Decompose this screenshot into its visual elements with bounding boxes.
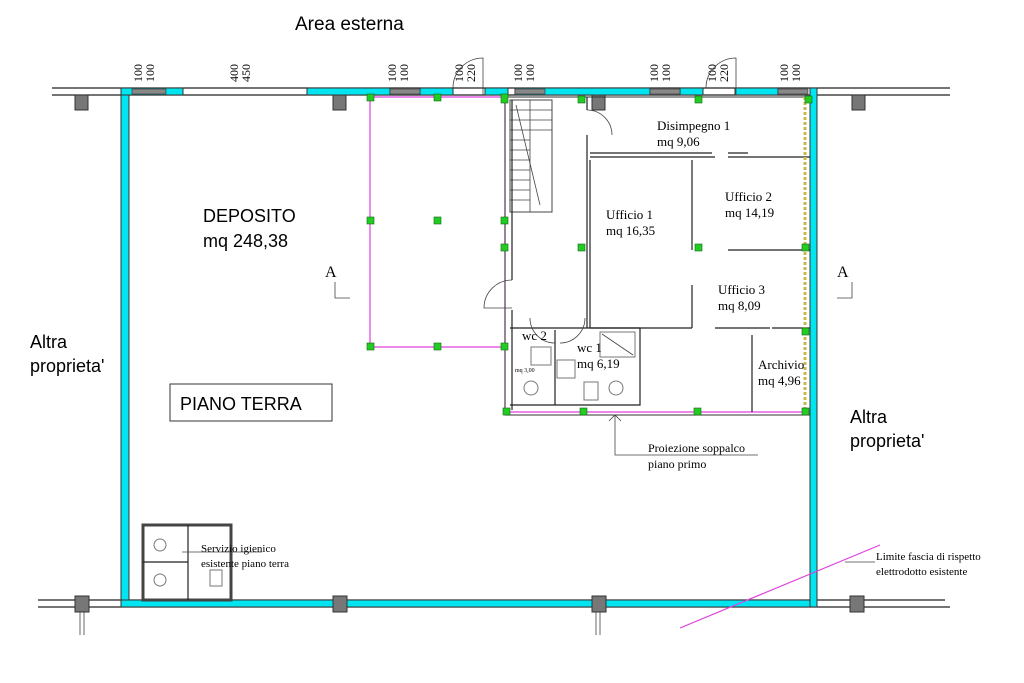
top-label: Area esterna [295, 14, 404, 35]
room-wc2-name: wc 2 [522, 328, 547, 343]
section-markers: A A [325, 264, 853, 299]
dim-8: 100 [777, 64, 791, 82]
room-ufficio3-name: Ufficio 3 [718, 282, 765, 297]
room-wc1-area: mq 6,19 [577, 356, 620, 371]
svg-text:450: 450 [239, 64, 253, 82]
staircase [509, 99, 553, 213]
room-disimpegno-name: Disimpegno 1 [657, 118, 730, 133]
svg-text:Servizio igienico: Servizio igienico [201, 543, 276, 555]
dim-4: 100 [452, 64, 466, 82]
svg-text:100: 100 [523, 64, 537, 82]
outer-walls [120, 87, 818, 608]
room-wc1-name: wc 1 [577, 340, 602, 355]
room-ufficio3-area: mq 8,09 [718, 298, 761, 313]
dim-6: 100 [647, 64, 661, 82]
right-neighbor-1: Altra [850, 407, 888, 427]
svg-text:100: 100 [659, 64, 673, 82]
floor-label-box [169, 383, 333, 422]
note-soppalco: Proiezione soppalco piano primo [608, 414, 758, 471]
left-neighbor-2: proprieta' [30, 356, 104, 376]
room-deposito-area: mq 248,38 [203, 231, 288, 251]
columns [366, 93, 813, 416]
room-ufficio2-area: mq 14,19 [725, 205, 774, 220]
svg-text:220: 220 [717, 64, 731, 82]
note-limite: Limite fascia di rispetto elettrodotto e… [845, 551, 981, 578]
section-marker-right: A [837, 264, 849, 281]
note-servizio: Servizio igienico esistente piano terra [182, 543, 289, 570]
dim-2: 400 [227, 64, 241, 82]
existing-restroom [141, 523, 233, 602]
svg-text:esistente piano terra: esistente piano terra [201, 558, 289, 570]
dim-5: 100 [511, 64, 525, 82]
room-archivio-area: mq 4,96 [758, 373, 801, 388]
svg-text:Limite fascia di rispetto: Limite fascia di rispetto [876, 551, 981, 563]
dim-3: 100 [385, 64, 399, 82]
svg-text:100: 100 [789, 64, 803, 82]
svg-text:100: 100 [143, 64, 157, 82]
svg-text:piano primo: piano primo [648, 457, 706, 471]
room-deposito-name: DEPOSITO [203, 206, 296, 226]
left-neighbor-1: Altra [30, 332, 68, 352]
room-archivio-name: Archivio [758, 357, 804, 372]
dim-1: 100 [131, 64, 145, 82]
floor-label: PIANO TERRA [180, 394, 302, 414]
interior-walls [483, 96, 811, 416]
dim-7: 100 [705, 64, 719, 82]
room-disimpegno-area: mq 9,06 [657, 134, 700, 149]
right-neighbor-2: proprieta' [850, 431, 924, 451]
section-marker-left: A [325, 264, 337, 281]
svg-text:elettrodotto esistente: elettrodotto esistente [876, 566, 967, 578]
room-wc2-area: mq 3,00 [515, 368, 535, 374]
svg-text:Proiezione soppalco: Proiezione soppalco [648, 441, 745, 455]
pillars [74, 94, 866, 613]
svg-text:100: 100 [397, 64, 411, 82]
room-ufficio1-area: mq 16,35 [606, 223, 655, 238]
svg-text:220: 220 [464, 64, 478, 82]
room-ufficio1-name: Ufficio 1 [606, 207, 653, 222]
room-ufficio2-name: Ufficio 2 [725, 189, 772, 204]
